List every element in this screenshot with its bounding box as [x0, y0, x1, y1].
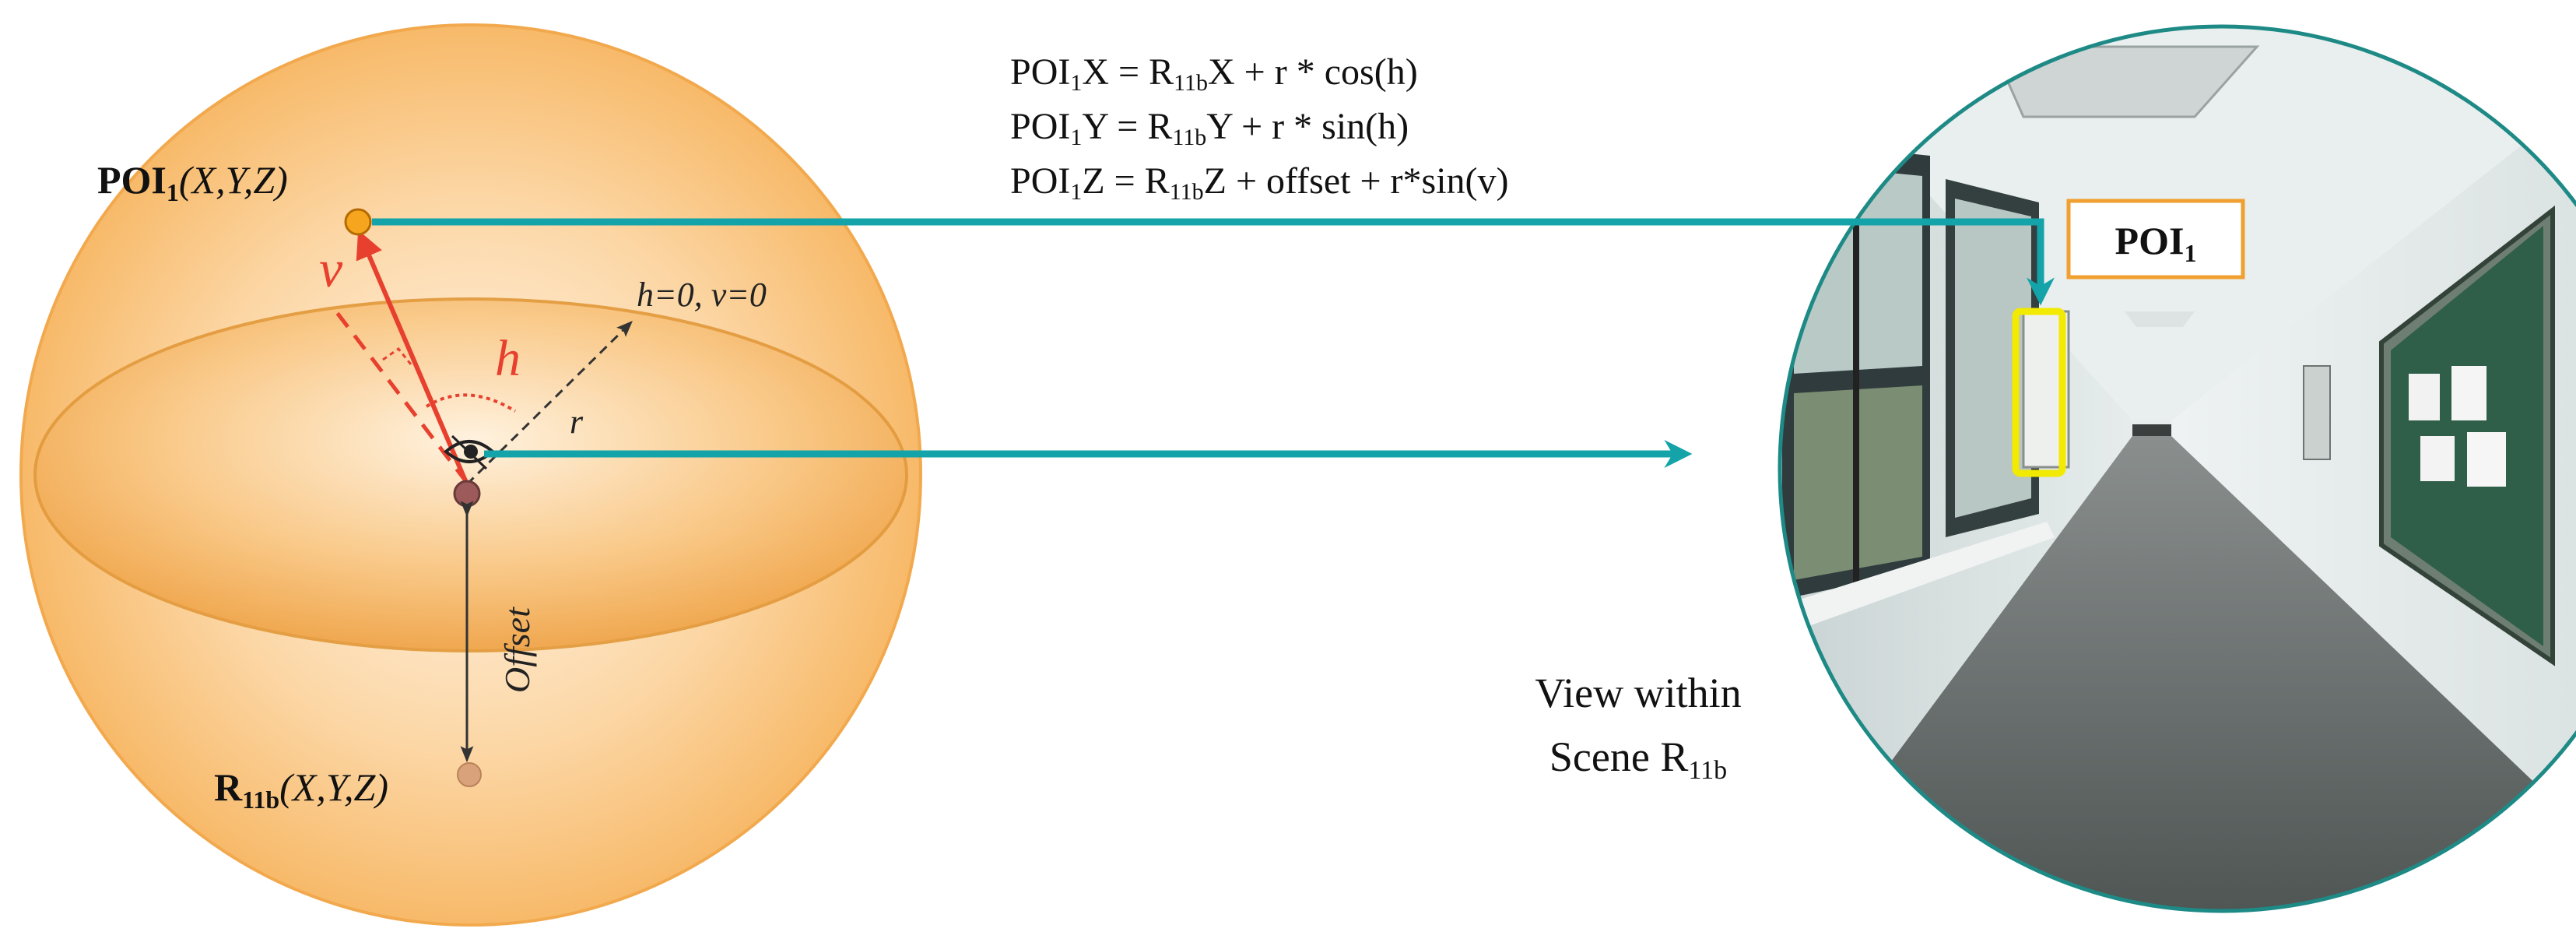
equation-x: POI1X = R11bX + r * cos(h) [1010, 51, 1418, 96]
v-vector [356, 230, 469, 486]
view-caption-line2: Scene R11b [1549, 733, 1727, 785]
poi-point [344, 208, 372, 236]
h-label: h [495, 330, 521, 387]
sphere-group [19, 23, 922, 927]
corridor-illustration [1780, 26, 2576, 911]
viewpoint-dot [453, 480, 481, 508]
view-caption-line1: View within [1535, 670, 1741, 716]
equations: POI1X = R11bX + r * cos(h) POI1Y = R11bY… [1010, 51, 1509, 205]
poi-label-text: POI1 [2115, 219, 2197, 267]
poi-connector-arrow [372, 218, 2055, 306]
poi-highlight-box [2012, 308, 2066, 477]
h0-v0-label: h=0, v=0 [637, 276, 767, 314]
view-circle [1778, 24, 2576, 913]
r-label: r [570, 403, 584, 441]
offset-label: Offset [497, 607, 537, 693]
poi-label-box: POI1 [2066, 199, 2245, 280]
v-label: v [319, 239, 343, 298]
projection-line [332, 306, 469, 484]
origin-coord-label: R11b(X,Y,Z) [214, 765, 388, 814]
equation-z: POI1Z = R11bZ + offset + r*sin(v) [1010, 160, 1509, 205]
h-angle-arc [425, 393, 517, 413]
equation-y: POI1Y = R11bY + r * sin(h) [1010, 106, 1409, 150]
right-angle-marker [382, 346, 412, 365]
scene-view: POI1 [1778, 24, 2576, 913]
equator-disc [33, 297, 908, 652]
origin-dot [457, 762, 482, 787]
poi-coord-label: POI1(X,Y,Z) [97, 158, 288, 206]
